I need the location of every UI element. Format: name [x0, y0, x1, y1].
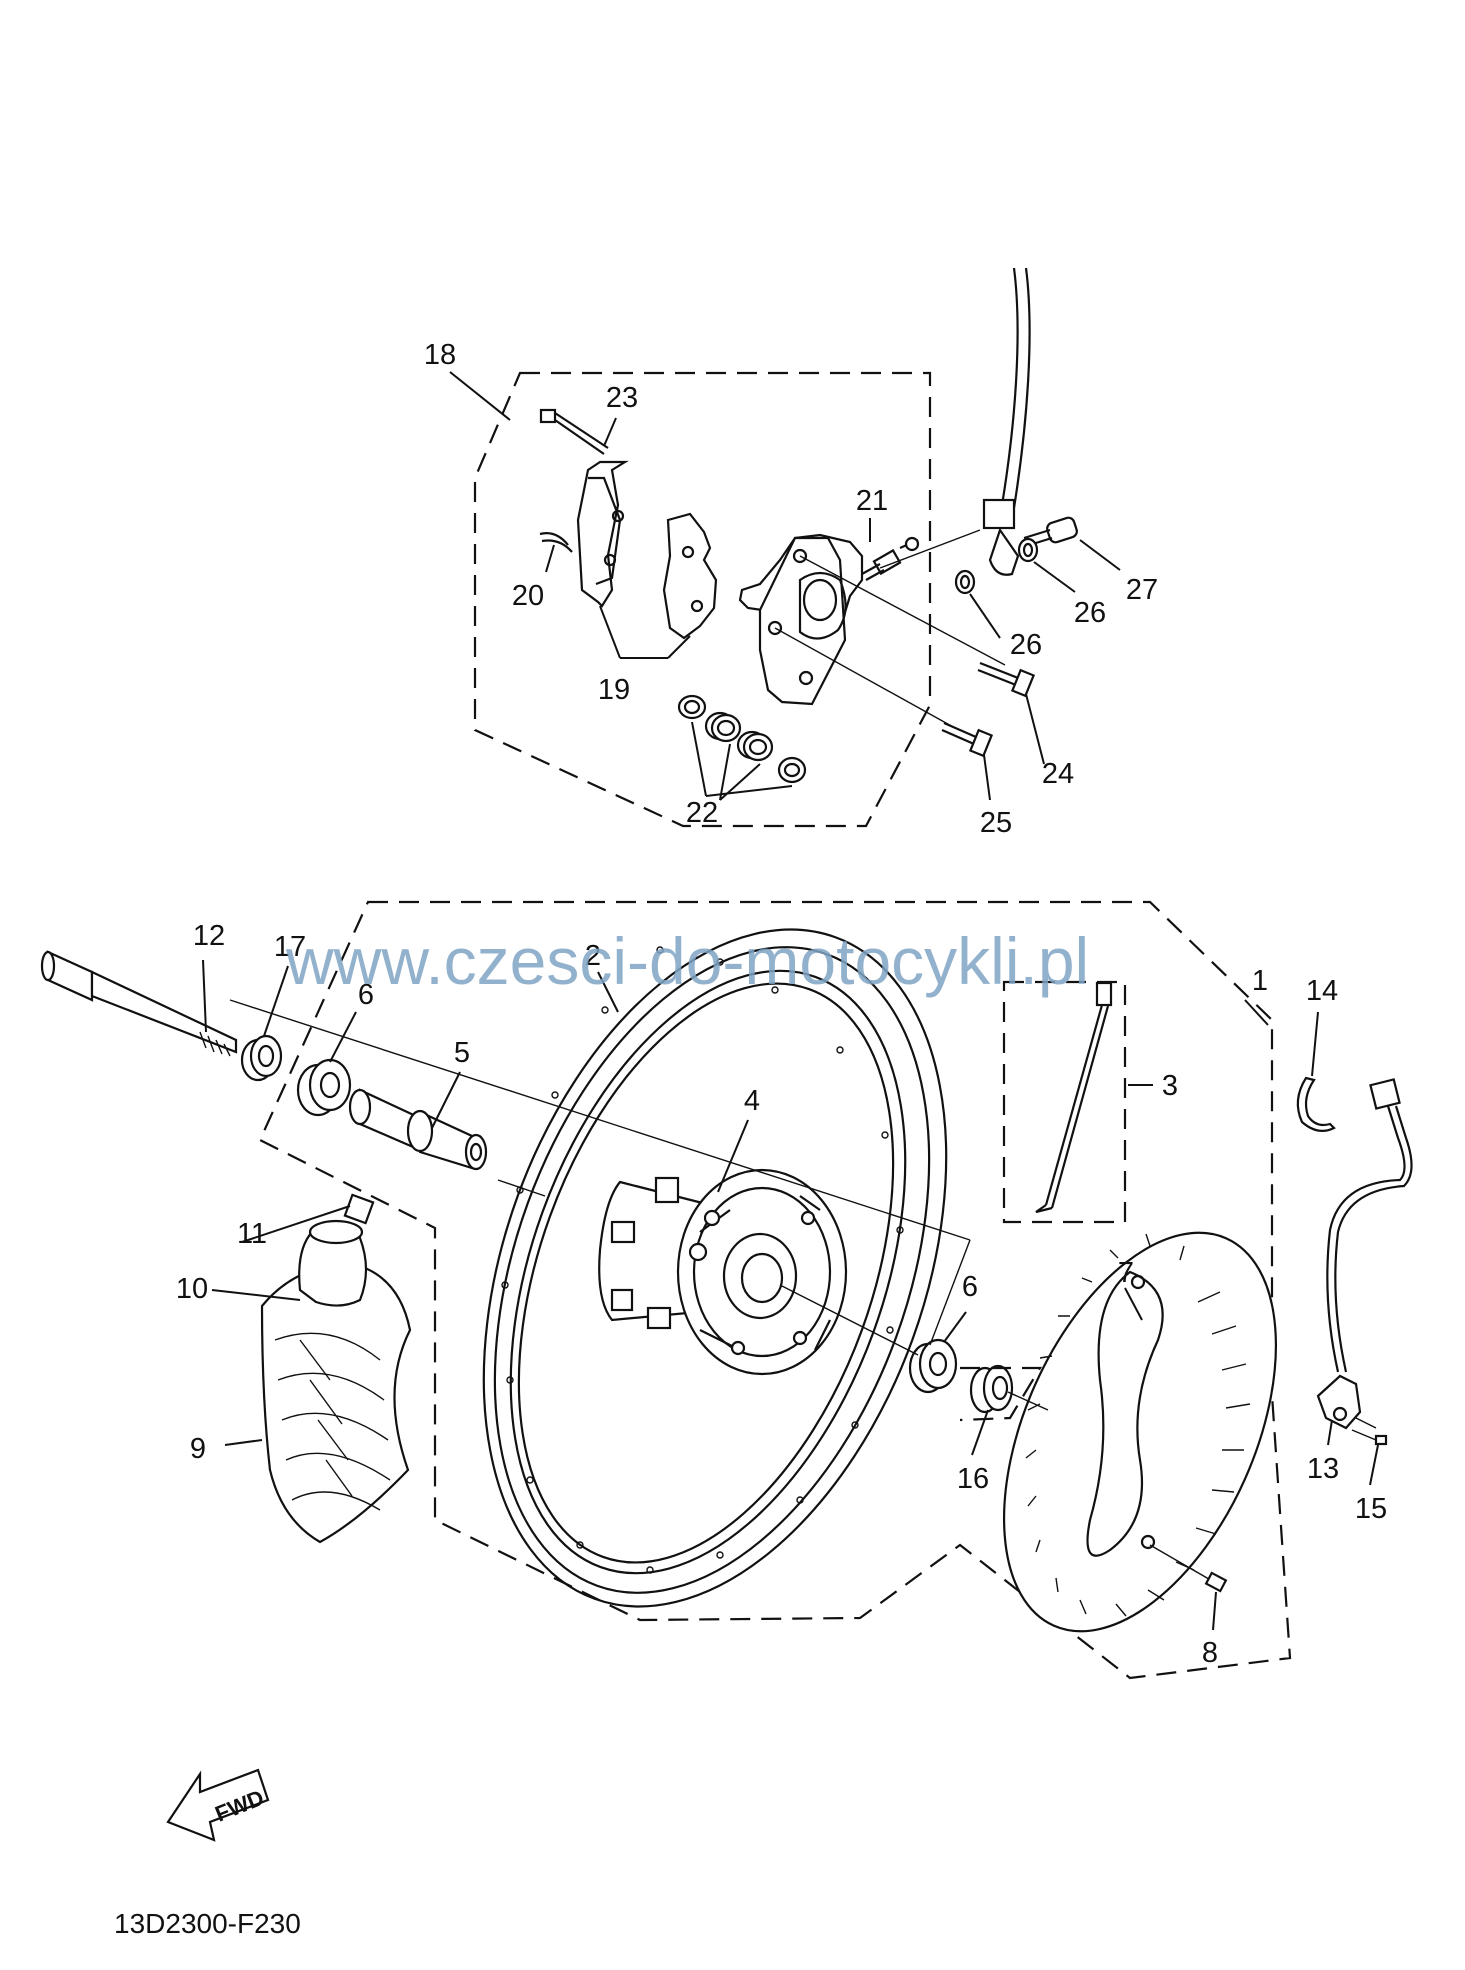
ref-line-hub — [779, 1284, 919, 1356]
callout-24: 24 — [1042, 758, 1074, 790]
retaining-clip — [1296, 1076, 1336, 1133]
callout-27: 27 — [1126, 574, 1158, 606]
callout-6-left: 6 — [358, 979, 374, 1011]
callout-17: 17 — [274, 931, 306, 963]
drawing-code: 13D2300-F230 — [114, 1908, 301, 1939]
copper-washer-outer — [1017, 537, 1039, 563]
wheel-rim — [482, 928, 948, 1608]
callout-2: 2 — [585, 940, 601, 972]
ref-line-6-drop — [929, 1239, 971, 1346]
forward-direction-arrow: FWD — [166, 1768, 270, 1842]
ref-line-24 — [799, 555, 1006, 666]
callout-26-outer: 26 — [1074, 597, 1106, 629]
callout-19: 19 — [598, 674, 630, 706]
wheel-group-boundary — [258, 900, 1292, 1680]
rim-band — [343, 1193, 375, 1225]
wheel-hub — [598, 1168, 848, 1376]
caliper-bolt-lower — [941, 721, 994, 758]
caliper-bolt-upper — [977, 661, 1036, 698]
bearing-left — [296, 1058, 352, 1117]
inner-tube — [298, 1219, 368, 1307]
callout-21: 21 — [856, 485, 888, 517]
caliper-assembly-group — [473, 267, 1078, 828]
callout-22: 22 — [686, 797, 718, 829]
leader-lines — [202, 371, 1379, 1631]
callout-13: 13 — [1307, 1453, 1339, 1485]
caliper-group-boundary — [473, 371, 932, 828]
brake-pad-front — [576, 460, 629, 608]
callout-8: 8 — [1202, 1637, 1218, 1669]
speed-sensor — [1316, 1078, 1413, 1430]
callout-labels: 1 2 3 4 5 6 6 7 8 9 10 11 12 13 14 15 16… — [176, 339, 1387, 1669]
bearing-right — [908, 1338, 958, 1394]
ref-line-21 — [879, 529, 981, 569]
callout-11: 11 — [237, 1218, 267, 1250]
ref-line-spacer — [497, 1179, 546, 1197]
pad-spring — [539, 532, 573, 553]
callout-7: 7 — [1118, 1257, 1134, 1289]
callout-1: 1 — [1252, 965, 1268, 997]
brake-pad-rear — [662, 512, 718, 640]
brake-hose — [982, 267, 1031, 576]
callout-14: 14 — [1306, 975, 1338, 1007]
piston-seals — [677, 694, 807, 784]
disc-bolt — [1149, 1544, 1228, 1593]
tire-valve — [1002, 980, 1127, 1224]
callout-26-inner: 26 — [1010, 629, 1042, 661]
ref-line-25 — [774, 627, 956, 729]
sensor-screw — [1351, 1429, 1388, 1446]
bleed-screw — [861, 536, 920, 581]
callout-23: 23 — [606, 382, 638, 414]
callout-25: 25 — [980, 807, 1012, 839]
callout-4: 4 — [744, 1085, 760, 1117]
callout-16: 16 — [957, 1463, 989, 1495]
callout-20: 20 — [512, 580, 544, 612]
callout-15: 15 — [1355, 1493, 1387, 1525]
valve-group-boundary — [1002, 980, 1127, 1224]
ref-line-6-top — [229, 999, 971, 1241]
callout-18: 18 — [424, 339, 456, 371]
pad-pin — [539, 408, 609, 455]
brake-disc — [1002, 1231, 1278, 1633]
callout-9: 9 — [190, 1433, 206, 1465]
callout-10: 10 — [176, 1273, 208, 1305]
rim-spoke-holes — [501, 946, 904, 1574]
callout-3: 3 — [1162, 1070, 1178, 1102]
ref-line-collar — [1007, 1391, 1049, 1411]
front-axle — [40, 950, 238, 1057]
callout-12: 12 — [193, 920, 225, 952]
spacer — [348, 1088, 488, 1171]
callout-6-right: 6 — [962, 1271, 978, 1303]
oil-seal — [240, 1034, 283, 1082]
caliper-body — [738, 533, 864, 706]
copper-washer-inner — [954, 569, 976, 595]
callout-5: 5 — [454, 1037, 470, 1069]
watermark-text: www.czesci-do-motocykli.pl — [285, 924, 1089, 998]
tire-section — [260, 1264, 412, 1544]
